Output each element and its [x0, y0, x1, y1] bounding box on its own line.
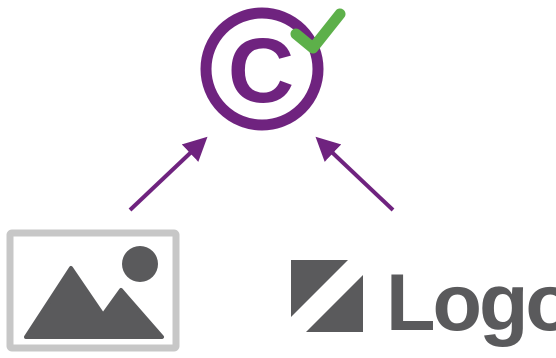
image-placeholder	[6, 229, 180, 352]
logo-mark-icon	[291, 260, 363, 332]
image-icon	[24, 246, 164, 339]
copyright-symbol: C	[200, 7, 324, 131]
sun-icon	[122, 246, 158, 282]
copyright-letter: C	[228, 20, 294, 122]
arrow-logo-to-copyright	[315, 136, 395, 212]
logo-text: Logo	[386, 258, 556, 348]
copyright-icon	[200, 7, 324, 131]
arrow-image-to-copyright	[128, 136, 208, 212]
mountains-icon	[24, 266, 164, 339]
check-icon	[290, 8, 346, 54]
logo: Logo	[291, 258, 556, 348]
